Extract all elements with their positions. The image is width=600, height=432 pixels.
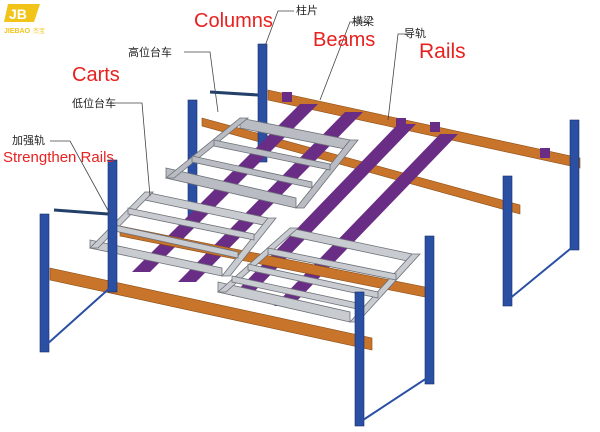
label-rails-cn: 导轨	[404, 26, 426, 40]
leader-beams	[319, 21, 368, 101]
brand-logo: JB JIEBAO 杰宝	[4, 4, 45, 35]
label-columns-cn: 柱片	[296, 3, 318, 17]
leader-high-cart	[184, 51, 219, 113]
logo-brand: JIEBAO	[4, 28, 31, 35]
beam	[49, 267, 373, 351]
column	[354, 291, 365, 427]
column	[39, 213, 50, 353]
high-cart	[164, 117, 359, 209]
column	[107, 159, 118, 293]
logo-mark: JB	[9, 6, 27, 22]
column	[569, 119, 580, 251]
leader-rails	[387, 33, 410, 121]
front-cart	[216, 227, 421, 323]
label-beams-cn: 横梁	[352, 14, 374, 28]
label-strengthen-cn: 加强轨	[12, 133, 45, 147]
leader-strengthen	[50, 140, 111, 215]
column	[424, 235, 435, 385]
label-high-cart-cn: 高位台车	[128, 45, 172, 59]
column	[257, 43, 268, 163]
leader-lines	[50, 10, 410, 215]
front-beams	[49, 267, 373, 351]
label-beams-en: Beams	[313, 29, 375, 51]
beam	[267, 89, 581, 169]
label-strengthen-en: Strengthen Rails	[3, 149, 114, 166]
labels: Columns 柱片 Beams 横梁 Rails 导轨 Carts 高位台车 …	[3, 3, 466, 166]
logo-tagline: 杰宝	[33, 27, 45, 35]
leader-low-cart	[110, 102, 151, 197]
label-rails-en: Rails	[419, 40, 466, 63]
leader-columns	[264, 10, 294, 47]
front-columns	[39, 159, 435, 427]
label-low-cart-cn: 低位台车	[72, 96, 116, 110]
column	[502, 175, 513, 307]
label-columns-en: Columns	[194, 10, 273, 32]
label-carts-en: Carts	[72, 64, 120, 86]
